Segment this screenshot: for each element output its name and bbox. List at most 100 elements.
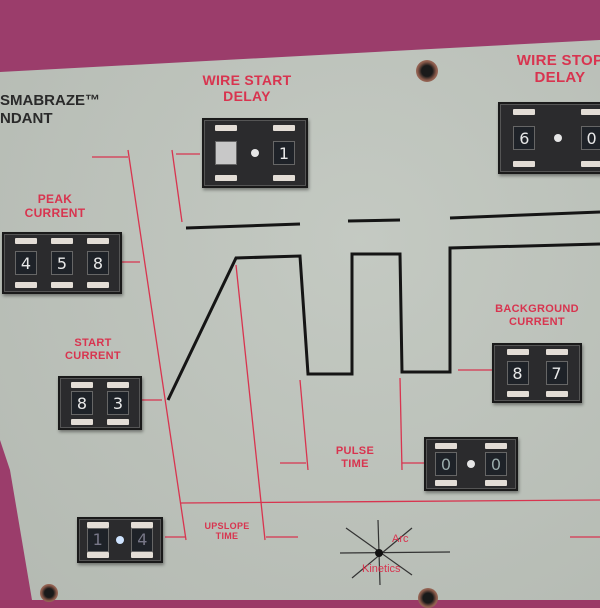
label-line: PULSE	[335, 445, 375, 457]
upslope-time-thumbwheel[interactable]: 1 4	[77, 517, 163, 563]
digit-display: 8	[87, 251, 109, 275]
thumbwheel-digit-wheel[interactable]: 6	[513, 108, 536, 168]
screw	[40, 584, 58, 602]
background-current-label: BACKGROUND CURRENT	[482, 303, 592, 328]
increment-button[interactable]	[71, 381, 93, 388]
thumbwheel-digit-wheel[interactable]: 8	[71, 381, 93, 425]
decrement-button[interactable]	[51, 281, 73, 288]
thumbwheel-digit-wheel[interactable]: 1	[273, 124, 295, 182]
label-line: DELAY	[223, 88, 271, 105]
peak-current-label: PEAK CURRENT	[10, 192, 100, 221]
digit-display: 0	[435, 452, 457, 476]
digit-display: 0	[580, 126, 600, 150]
indicator-dot	[467, 460, 475, 468]
label-line: WIRE START	[202, 72, 292, 88]
label-line: CURRENT	[24, 205, 86, 220]
digit-display: 0	[485, 452, 507, 476]
increment-button[interactable]	[513, 108, 536, 115]
pulse-time-thumbwheel[interactable]: 0 0	[424, 437, 518, 491]
increment-button[interactable]	[15, 238, 37, 245]
increment-button[interactable]	[107, 381, 129, 388]
digit-display: 3	[107, 391, 129, 415]
wire-start-delay-label: WIRE START DELAY	[192, 72, 302, 104]
digit-display: 6	[513, 126, 536, 150]
thumbwheel-digit-wheel[interactable]: 8	[506, 348, 529, 398]
decrement-button[interactable]	[580, 161, 600, 168]
indicator-dot	[553, 134, 562, 142]
thumbwheel-digit-wheel[interactable]: 8	[87, 238, 109, 288]
increment-button[interactable]	[273, 124, 295, 131]
screw	[418, 588, 438, 608]
increment-button[interactable]	[215, 124, 237, 131]
digit-display: 5	[51, 251, 73, 275]
increment-button[interactable]	[485, 442, 507, 449]
decrement-button[interactable]	[506, 391, 529, 398]
digit-display: 8	[506, 361, 529, 385]
decrement-button[interactable]	[87, 281, 109, 288]
label-line: CURRENT	[509, 315, 565, 328]
wire-stop-delay-thumbwheel[interactable]: 6 0	[498, 102, 600, 174]
digit-display: 8	[71, 391, 93, 415]
start-current-thumbwheel[interactable]: 8 3	[58, 376, 142, 430]
decrement-button[interactable]	[435, 479, 457, 486]
increment-button[interactable]	[580, 108, 600, 115]
decrement-button[interactable]	[131, 552, 154, 559]
brand-logo-arc: Arc	[392, 533, 409, 545]
label-line: PEAK	[37, 192, 73, 206]
decrement-button[interactable]	[273, 175, 295, 182]
panel-title-line1: SMABRAZE™	[0, 92, 100, 109]
decrement-button[interactable]	[513, 161, 536, 168]
decrement-button[interactable]	[545, 391, 568, 398]
increment-button[interactable]	[131, 521, 154, 528]
increment-button[interactable]	[435, 442, 457, 449]
brand-logo-kinetics: Kinetics	[362, 563, 401, 575]
label-line: UPSLOPE	[204, 521, 250, 531]
decrement-button[interactable]	[86, 552, 109, 559]
thumbwheel-digit-wheel[interactable]: 4	[15, 238, 37, 288]
digit-display: 1	[273, 141, 295, 165]
increment-button[interactable]	[86, 521, 109, 528]
digit-display: 4	[15, 251, 37, 275]
decrement-button[interactable]	[71, 418, 93, 425]
label-line: TIME	[341, 457, 369, 470]
digit-display: 7	[545, 361, 568, 385]
label-line: BACKGROUND	[495, 303, 579, 315]
label-line: START	[74, 337, 112, 349]
digit-display: 4	[131, 527, 154, 552]
thumbwheel-digit-wheel[interactable]: 7	[545, 348, 568, 398]
wire-stop-delay-label: WIRE STOP DELAY	[500, 52, 600, 87]
increment-button[interactable]	[506, 348, 529, 355]
thumbwheel-digit-wheel[interactable]: 0	[485, 442, 507, 486]
label-line: CURRENT	[65, 349, 121, 362]
panel-title: SMABRAZE™ NDANT	[0, 92, 100, 128]
upslope-time-label: UPSLOPE TIME	[192, 521, 262, 542]
digit-display	[215, 141, 237, 165]
increment-button[interactable]	[545, 348, 568, 355]
wire-start-delay-thumbwheel[interactable]: 1	[202, 118, 308, 188]
decrement-button[interactable]	[107, 418, 129, 425]
screw	[416, 60, 438, 82]
decrement-button[interactable]	[15, 281, 37, 288]
indicator-dot	[251, 149, 259, 157]
decrement-button[interactable]	[215, 175, 237, 182]
indicator-dot	[115, 536, 124, 544]
thumbwheel-digit-wheel[interactable]: 1	[86, 521, 109, 559]
thumbwheel-digit-wheel[interactable]: 5	[51, 238, 73, 288]
thumbwheel-digit-wheel[interactable]: 0	[435, 442, 457, 486]
start-current-label: START CURRENT	[55, 337, 131, 362]
label-line: TIME	[215, 531, 239, 542]
thumbwheel-digit-wheel[interactable]	[215, 124, 237, 182]
label-line: WIRE STOP	[516, 52, 600, 69]
thumbwheel-digit-wheel[interactable]: 4	[131, 521, 154, 559]
increment-button[interactable]	[51, 238, 73, 245]
digit-display: 1	[86, 527, 109, 552]
thumbwheel-digit-wheel[interactable]: 3	[107, 381, 129, 425]
decrement-button[interactable]	[485, 479, 507, 486]
label-line: DELAY	[534, 69, 586, 87]
peak-current-thumbwheel[interactable]: 4 5 8	[2, 232, 122, 294]
pulse-time-label: PULSE TIME	[325, 445, 385, 470]
thumbwheel-digit-wheel[interactable]: 0	[580, 108, 600, 168]
background-current-thumbwheel[interactable]: 8 7	[492, 343, 582, 403]
increment-button[interactable]	[87, 238, 109, 245]
